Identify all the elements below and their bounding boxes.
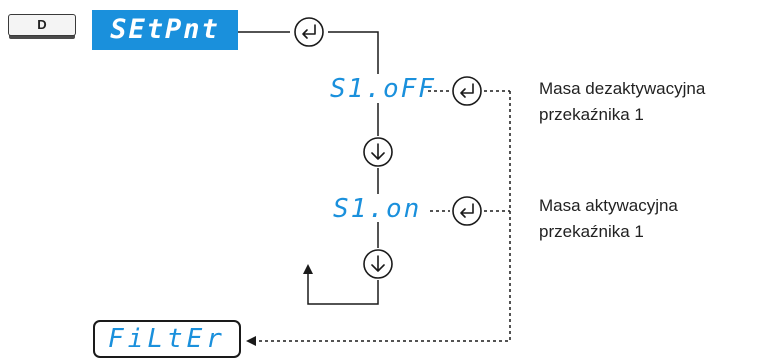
s1-off-description-line-2: przekaźnika 1: [539, 105, 644, 124]
s1-off-display: S1.oFF: [330, 74, 436, 104]
enter-key-icon: [452, 196, 482, 226]
enter-key-icon: [294, 17, 324, 47]
enter-key-icon: [452, 76, 482, 106]
s1-off-description: Masa dezaktywacyjna przekaźnika 1: [539, 76, 705, 128]
setpoint-menu-display: SEtPnt: [92, 10, 238, 50]
connector-enter-to-s1off: [328, 31, 379, 74]
loop-back-arrow: [303, 264, 379, 305]
s1-off-description-line-1: Masa dezaktywacyjna: [539, 79, 706, 98]
down-arrow-key-icon: [363, 249, 393, 279]
s1-on-description-line-1: Masa aktywacyjna: [539, 196, 678, 215]
down-arrow-key-icon: [363, 137, 393, 167]
s1-on-display: S1.on: [333, 194, 422, 224]
s1-on-description: Masa aktywacyjna przekaźnika 1: [539, 193, 678, 245]
d-key-button[interactable]: D: [8, 14, 76, 36]
s1-on-description-line-2: przekaźnika 1: [539, 222, 644, 241]
filter-menu-display: FiLtEr: [93, 320, 241, 358]
